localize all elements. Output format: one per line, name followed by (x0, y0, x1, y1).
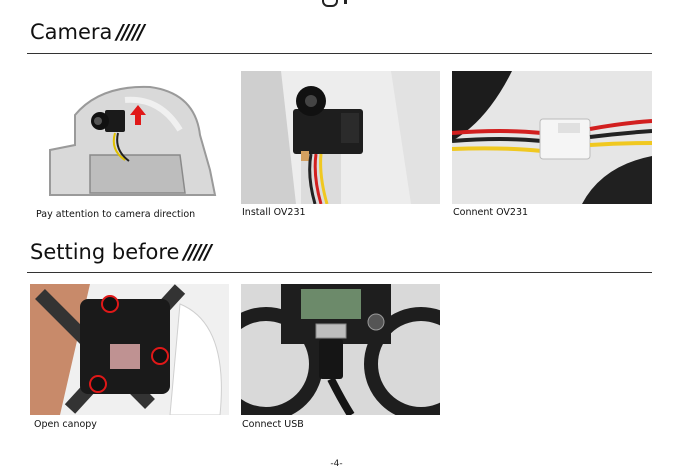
section-divider (27, 272, 652, 273)
photo-connect-ov231 (452, 71, 652, 204)
top-text-fragment (0, 0, 673, 12)
caption-connect-ov231: Connent OV231 (453, 207, 529, 218)
page-number: -4- (330, 459, 343, 469)
caption-connect-usb: Connect USB (242, 419, 304, 430)
photo-open-canopy (30, 284, 229, 415)
photo-connect-usb (241, 284, 440, 415)
photo-camera-direction (30, 75, 230, 205)
photo-install-ov231 (241, 71, 440, 204)
slash-mark: ///// (183, 240, 211, 264)
slash-mark: ///// (116, 20, 144, 44)
caption-install-ov231: Install OV231 (242, 207, 306, 218)
section-title-camera: Camera ///// (30, 20, 145, 44)
section-divider (27, 53, 652, 54)
caption-open-canopy: Open canopy (34, 419, 97, 430)
caption-camera-direction: Pay attention to camera direction (36, 209, 196, 220)
section-title-setting-before: Setting before ///// (30, 240, 212, 264)
